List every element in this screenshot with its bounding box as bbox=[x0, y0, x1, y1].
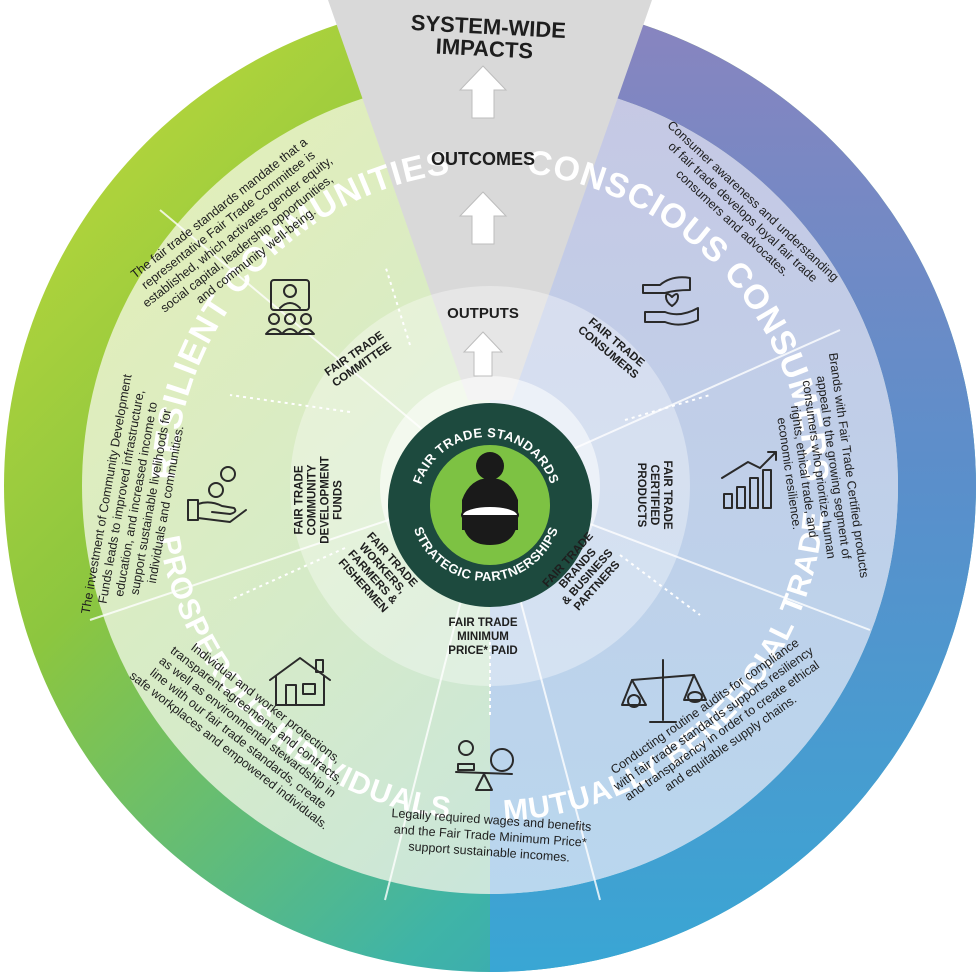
cone-arrows bbox=[458, 65, 508, 377]
segment-label-funds: FAIR TRADECOMMUNITYDEVELOPMENTFUNDS bbox=[294, 456, 345, 544]
growth-chart-icon bbox=[721, 451, 777, 509]
arrow-up-icon bbox=[462, 331, 504, 377]
system-wide-line2: IMPACTS bbox=[435, 33, 534, 63]
scale-coin-icon bbox=[455, 740, 514, 791]
arrow-up-icon bbox=[458, 191, 508, 245]
outcomes-label: OUTCOMES bbox=[431, 149, 535, 169]
hands-heart-icon bbox=[642, 276, 699, 326]
balance-scale-icon bbox=[621, 659, 707, 723]
inner-disc-right bbox=[490, 78, 898, 894]
segment-label-products: FAIR TRADECERTIFIEDPRODUCTS bbox=[635, 461, 673, 530]
dotted-arrows bbox=[229, 264, 711, 715]
fair-trade-logo-figure bbox=[461, 452, 519, 545]
outputs-label: OUTPUTS bbox=[447, 305, 519, 322]
hand-coins-icon bbox=[187, 466, 247, 523]
house-icon bbox=[269, 657, 331, 706]
arrow-up-icon bbox=[458, 65, 508, 119]
video-call-icon bbox=[265, 279, 315, 335]
